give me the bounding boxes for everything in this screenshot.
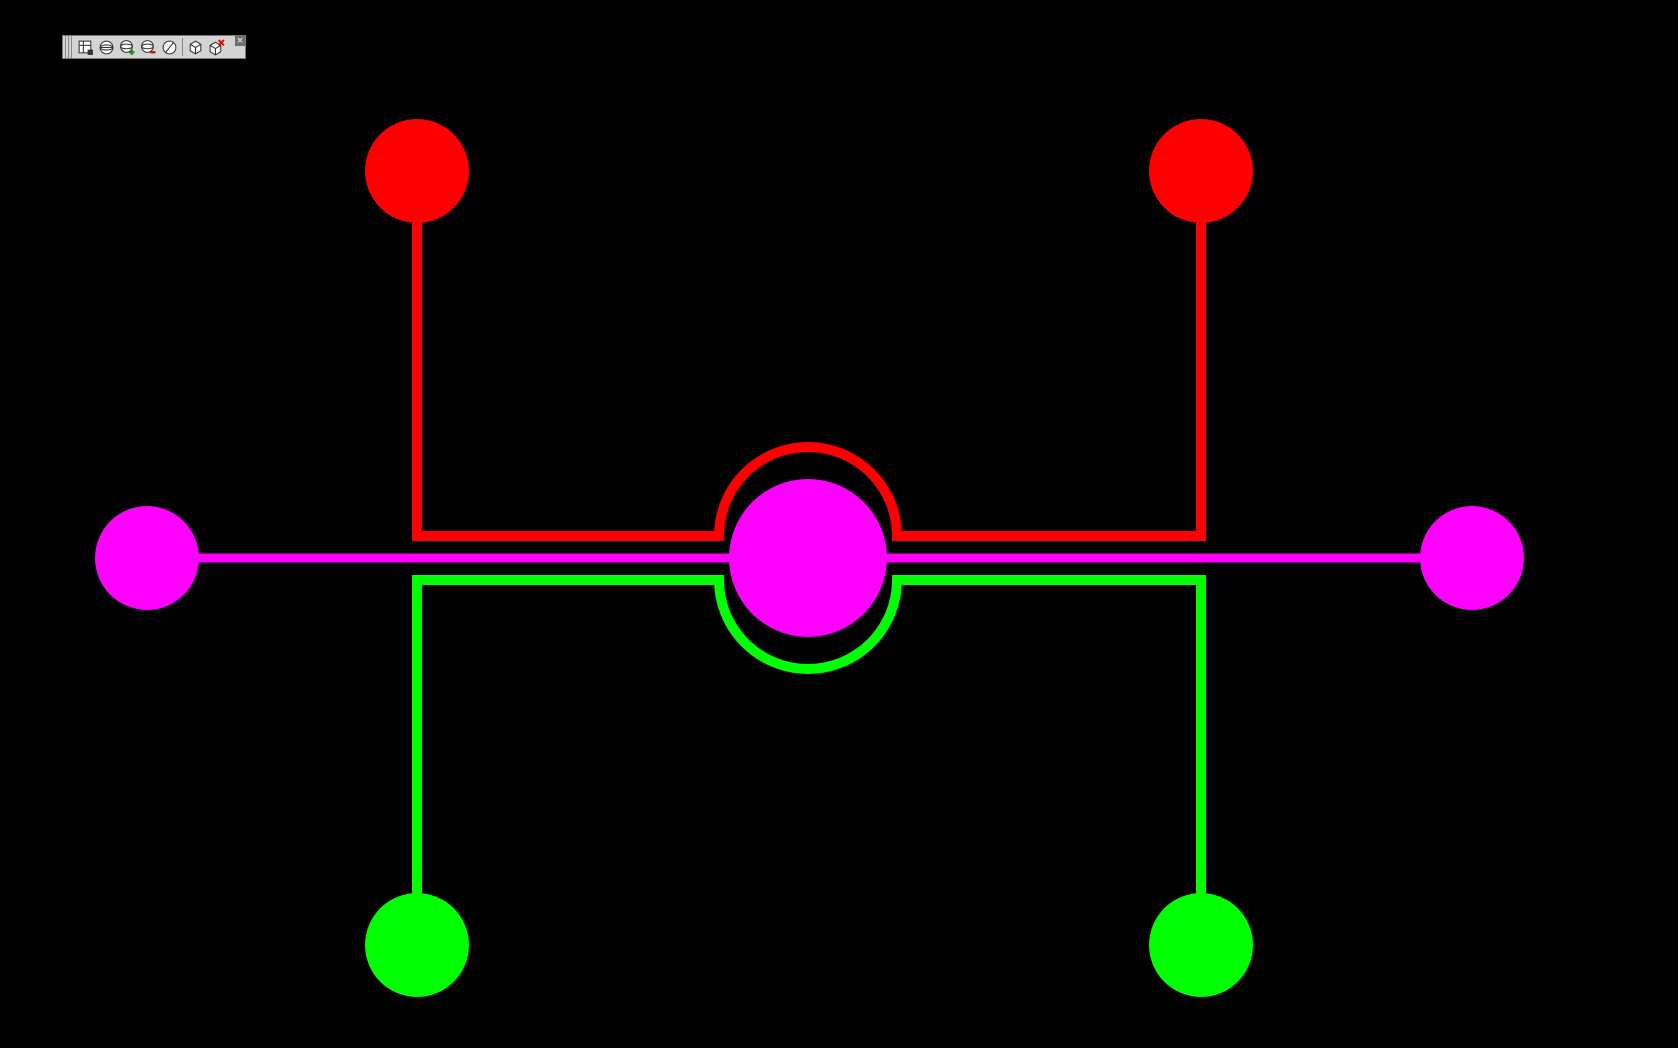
toolbar-close-button[interactable]: × (235, 36, 245, 46)
cube-icon[interactable] (185, 37, 206, 57)
floating-toolbar[interactable]: × (62, 35, 246, 59)
sphere-remove-icon[interactable] (138, 37, 159, 57)
sphere-add-icon[interactable] (117, 37, 138, 57)
cube-delete-icon[interactable] (206, 37, 227, 57)
sphere-slash-icon[interactable] (159, 37, 180, 57)
toolbar-separator (182, 38, 183, 56)
red-pad-top-left[interactable] (365, 119, 469, 223)
red-pad-top-right[interactable] (1149, 119, 1253, 223)
center-magenta-pad[interactable] (729, 479, 887, 637)
red-trace[interactable] (412, 220, 1206, 541)
toolbar-grip[interactable] (65, 36, 72, 58)
sphere-icon[interactable] (96, 37, 117, 57)
view-grid-icon[interactable] (75, 37, 96, 57)
green-trace[interactable] (412, 575, 1206, 900)
green-pad-bottom-right[interactable] (1149, 893, 1253, 997)
magenta-pad-left[interactable] (95, 506, 199, 610)
green-pad-bottom-left[interactable] (365, 893, 469, 997)
magenta-pad-right[interactable] (1420, 506, 1524, 610)
